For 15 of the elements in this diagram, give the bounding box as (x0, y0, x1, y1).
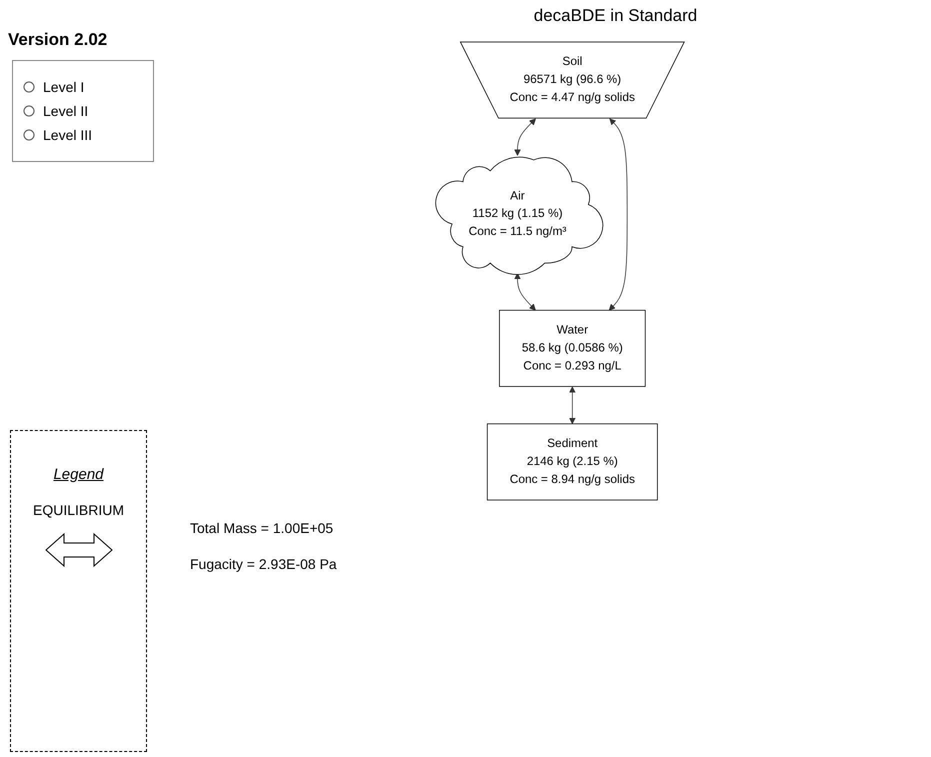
legend-heading: Legend (53, 466, 104, 483)
option-label: Level I (43, 79, 84, 95)
result-text: Fugacity = 2.93E-08 Pa (190, 556, 337, 572)
version-label: Version 2.02 (8, 30, 108, 50)
option-label: Level III (43, 127, 92, 143)
arrow (569, 386, 576, 424)
result-text: Total Mass = 1.00E+05 (190, 520, 334, 536)
arrow (514, 272, 536, 311)
node-box: Water 58.6 kg (0.0586 %) Conc = 0.293 ng/L (499, 310, 646, 387)
arrow (514, 118, 536, 156)
legend-text: EQUILIBRIUM (32, 502, 124, 518)
diagram-title: decaBDE in Standard (532, 6, 698, 26)
arrow (608, 118, 628, 311)
node-box: Sediment 2146 kg (2.15 %) Conc = 8.94 ng/g solids (486, 423, 658, 500)
option-label: Level II (43, 103, 88, 119)
